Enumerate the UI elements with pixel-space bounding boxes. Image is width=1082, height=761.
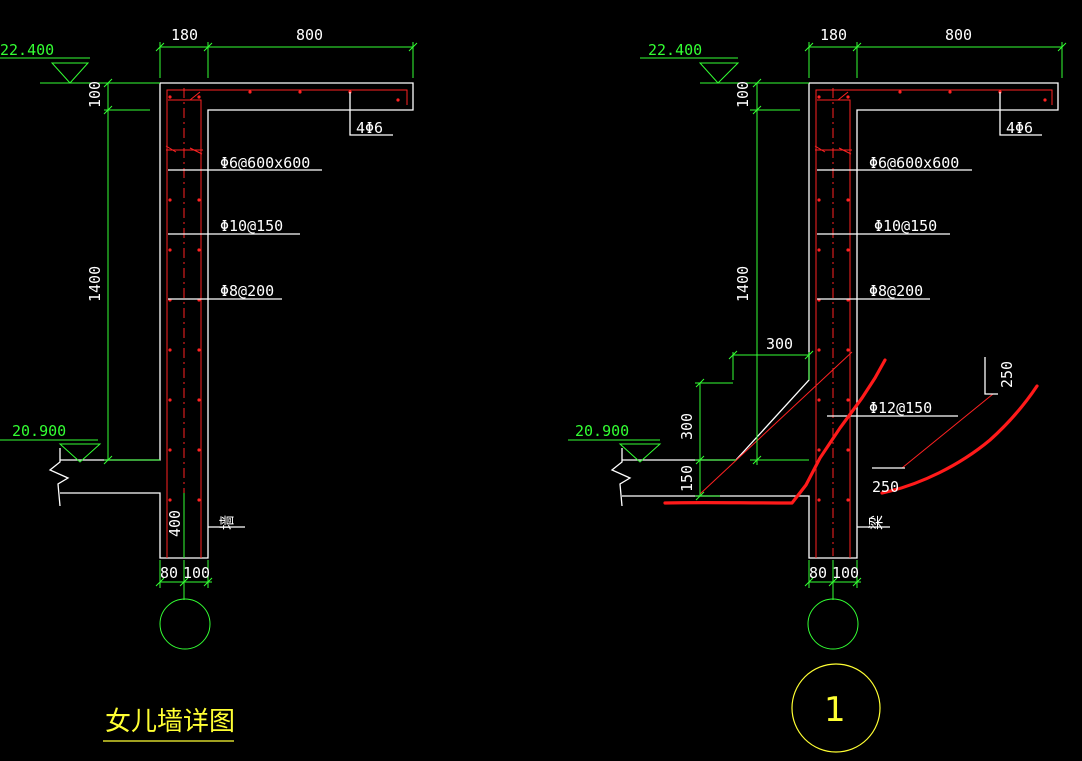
right-haunch-leader-rebar [901,393,994,469]
left-dim-vertical [104,82,160,461]
left-dim-bottom-a: 80 [160,564,178,582]
right-axis-bubble [807,598,859,650]
right-dim-bottom-b: 100 [832,564,859,582]
right-dim-bottom [808,560,861,588]
right-dim-250-bottom: 250 [872,478,899,496]
left-axis-bubble [159,598,211,650]
left-rebar-outer [166,89,408,558]
right-elev-bottom: 20.900 [575,422,629,440]
right-leader-top [999,92,1042,136]
detail-number: 1 [824,690,846,730]
detail-number-circle [791,663,881,753]
right-rebar-dots [817,90,1047,502]
right-leader-250-top [984,357,998,395]
right-dim-step: 150 [678,465,696,492]
left-drawing-title: 女儿墙详图 [105,707,235,737]
right-dim-height: 1400 [734,266,752,302]
right-haunch-rebar [699,351,853,495]
left-dim-base-depth: 400 [166,510,184,537]
right-rebar-hook [814,145,852,155]
left-rebar-inner [168,91,202,558]
right-elev-top-symbol [640,57,809,84]
left-dim-wall-thickness: 180 [171,26,198,44]
right-dim-haunch-width: 300 [766,335,793,353]
right-parapet-detail: 22.400 20.900 180 800 100 1400 300 300 1… [568,26,1067,753]
right-rebar-mesh-label: Φ6@600x600 [869,154,959,172]
left-dim-top [159,42,414,78]
right-wall-outline [622,82,1059,559]
right-dim-top [808,42,1063,78]
left-leader-top [349,92,393,136]
left-dim-height: 1400 [86,266,104,302]
right-rebar-horizontal-label: Φ8@200 [869,282,923,300]
left-rebar-top-label: 4Φ6 [356,119,383,137]
left-rebar-mesh-label: Φ6@600x600 [220,154,310,172]
annotation-mark-left [663,358,887,505]
right-dim-cap-thickness: 100 [734,81,752,108]
right-dim-haunch-height: 300 [678,413,696,440]
right-break-line [610,448,632,507]
right-rebar-inner [817,91,851,558]
left-elev-top: 22.400 [0,41,54,59]
left-elev-bottom: 20.900 [12,422,66,440]
right-dim-bottom-a: 80 [809,564,827,582]
left-rebar-horizontal-label: Φ8@200 [220,282,274,300]
right-dim-haunch-width [732,352,810,380]
left-elev-top-symbol [0,57,160,84]
right-dim-haunch-height [695,382,736,497]
left-dim-bottom-b: 100 [183,564,210,582]
right-rebar-haunch-label: Φ12@150 [869,399,932,417]
left-wall-label: 墙 [218,515,236,530]
annotation-mark-right [880,384,1039,495]
right-elev-top: 22.400 [648,41,702,59]
right-rebar-vertical-label: Φ10@150 [874,217,937,235]
left-dim-cap-length: 800 [296,26,323,44]
right-dim-250-top: 250 [998,361,1016,388]
left-dim-bottom [159,560,212,588]
right-dim-vertical [750,82,809,465]
right-dim-wall-thickness: 180 [820,26,847,44]
right-rebar-top-label: 4Φ6 [1006,119,1033,137]
right-rebar-outer [815,89,1053,558]
left-rebar-vertical-label: Φ10@150 [220,217,283,235]
left-parapet-detail: 22.400 20.900 180 800 100 1400 400 80 10… [0,26,418,742]
left-dim-cap-thickness: 100 [86,81,104,108]
left-elev-bottom-symbol [0,439,102,463]
right-elev-bottom-symbol [568,439,662,463]
left-break-line [48,448,70,507]
right-dim-cap-length: 800 [945,26,972,44]
left-rebar-dots [168,90,400,502]
left-rebar-hook [165,145,203,155]
right-beam-label: 梁 [867,515,885,530]
